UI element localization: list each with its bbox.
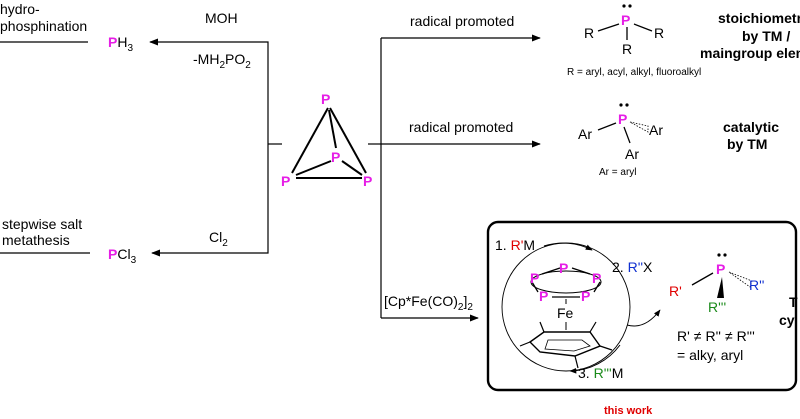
inequality-statement: R'≠R''≠R''': [677, 328, 755, 344]
p4-atom-center: P: [331, 149, 340, 165]
stoichiometric-title-2: by TM /: [742, 28, 790, 44]
hydrophosphination-label-1: hydro-: [0, 1, 40, 17]
arrow-to-pcl3: [151, 144, 269, 257]
p4-atom-left: P: [281, 173, 290, 189]
salt-metathesis-label-1: stepwise salt: [2, 216, 82, 232]
par3-phosphorus: P: [618, 111, 627, 127]
pcl3-formula: PCl3: [108, 246, 137, 266]
cl2-reagent: Cl2: [209, 229, 228, 249]
catalytic-title-1: catalytic: [723, 119, 779, 135]
ph3-formula: PH3: [108, 34, 133, 54]
this-work-label: this work: [604, 405, 653, 417]
stoichiometric-title-3: maingroup eleme: [700, 45, 800, 61]
cycle-arrow-bottom: [569, 344, 621, 374]
cyclo-p5-ring: P P P P P: [530, 260, 602, 304]
arrow-to-ph3: [149, 38, 269, 144]
par3-ar-left: Ar: [578, 126, 592, 142]
par3-ar-right: Ar: [649, 122, 663, 138]
salt-metathesis-label-2: metathesis: [2, 232, 70, 248]
p4-atom-right: P: [363, 173, 372, 189]
p4-atom-top: P: [321, 91, 330, 107]
r-group-definition: R = aryl, acyl, alkyl, fluoroalkyl: [567, 67, 701, 78]
p5-atom-bottom-left: P: [539, 288, 548, 304]
p5-atom-top: P: [559, 260, 568, 276]
catalytic-title-2: by TM: [727, 136, 767, 152]
catalytic-branch: radical promoted P Ar Ar Ar Ar = aryl ca…: [381, 103, 779, 178]
pr3-r-left: R: [584, 25, 594, 41]
salt-metathesis-branch: stepwise salt metathesis PCl3 Cl2: [0, 143, 282, 266]
step-3-label: 3. R'''M: [578, 365, 623, 381]
p5-atom-right: P: [592, 270, 601, 286]
radical-promoted-label-mid: radical promoted: [409, 119, 513, 135]
product-phosphorus: P: [716, 261, 725, 277]
product-r2: R'': [749, 277, 764, 293]
moh-reagent: MOH: [205, 10, 238, 26]
ar-definition: Ar = aryl: [599, 167, 637, 178]
mh2po2-byproduct: -MH2PO2: [193, 51, 251, 71]
pr3-phosphorus: P: [621, 12, 630, 28]
box-edge-text-2: cy: [779, 312, 795, 328]
cycle-arrow-top: [543, 242, 593, 251]
product-r1: R': [669, 283, 682, 299]
this-work-branch: [Cp*Fe(CO)2]2 1. R'M 2. R''X 3. R'''M P …: [381, 220, 798, 417]
hydrophosphination-label-2: phosphination: [0, 18, 87, 34]
step-2-label: 2. R''X: [612, 259, 653, 275]
stoichiometric-title-1: stoichiometric: [718, 10, 800, 26]
hydrophosphination-branch: hydro- phosphination PH3 MOH -MH2PO2: [0, 1, 269, 144]
p5-atom-left: P: [530, 270, 539, 286]
release-arrow: [626, 309, 661, 327]
iron-atom: Fe: [557, 305, 574, 321]
radical-promoted-label-top: radical promoted: [410, 13, 514, 29]
cpfe-reagent: [Cp*Fe(CO)2]2: [384, 293, 473, 313]
product-r3: R''': [708, 299, 726, 315]
box-edge-text-1: T: [789, 294, 798, 310]
p5-atom-bottom-right: P: [581, 288, 590, 304]
par3-ar-bottom: Ar: [625, 146, 639, 162]
cp-star-ring: [519, 321, 613, 369]
this-work-box: [486, 220, 798, 392]
white-phosphorus-p4: P P P P: [281, 91, 372, 189]
step-1-label: 1. R'M: [495, 237, 535, 253]
r-group-scope: = alky, aryl: [677, 347, 743, 363]
pr3-r-bottom: R: [622, 41, 632, 57]
pr3-r-right: R: [654, 25, 664, 41]
product-phosphine: P R' R'' R''': [669, 253, 764, 315]
stoichiometric-branch: radical promoted P R R R R = aryl, acyl,…: [381, 4, 800, 78]
